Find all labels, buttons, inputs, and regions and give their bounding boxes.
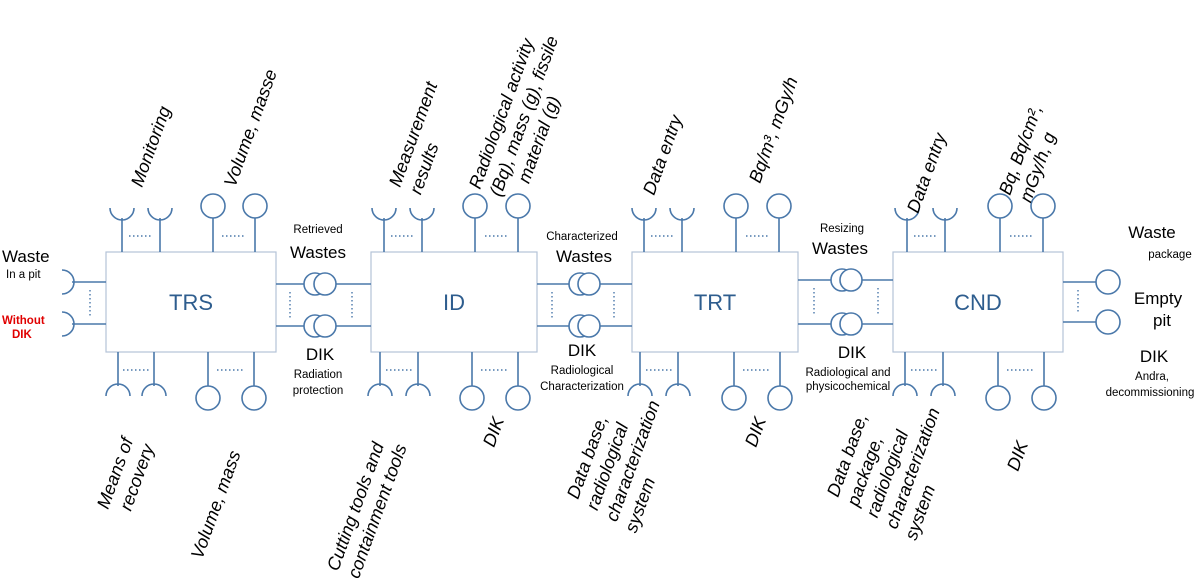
- id-control-connectors: [371, 207, 435, 252]
- process-label-id: ID: [443, 290, 465, 315]
- trt-control-connectors: [631, 207, 695, 252]
- trt-resource-connectors: [721, 352, 793, 411]
- output-pit-label: pit: [1153, 311, 1171, 330]
- id-resource-connectors: [459, 352, 531, 411]
- label-cnd-mechanisms: Data base, package, radiological charact…: [823, 405, 944, 543]
- cnd-control-connectors: [894, 207, 958, 252]
- link3-bottom-small-2: physicochemical: [806, 381, 890, 393]
- label-id-outputs: Radiological activity (Bq), mass (g), fi…: [465, 33, 564, 199]
- cnd-mechanism-connectors: [892, 352, 956, 397]
- cnd-resource-connectors: [985, 352, 1057, 411]
- trt-mechanism-connectors: [627, 352, 691, 397]
- link2-bottom-small: Radiological: [551, 365, 614, 377]
- link-trt-cnd: [798, 268, 893, 336]
- process-box-cnd: [892, 251, 1064, 353]
- input-waste-label: Waste: [2, 247, 50, 266]
- input-without-dik-label-2: DIK: [12, 329, 33, 341]
- link2-top-small: Characterized: [546, 231, 618, 243]
- label-cnd-resources: DIK: [1003, 437, 1032, 473]
- label-trs-outputs: Volume, masse: [220, 67, 281, 190]
- link3-bottom-big: DIK: [838, 343, 867, 362]
- trs-mechanism-connectors: [105, 352, 167, 397]
- link3-top-big: Wastes: [812, 239, 868, 258]
- label-trt-controls: Data entry: [639, 112, 687, 198]
- trs-control-connectors: [109, 207, 173, 252]
- output-andra-label: Andra,: [1135, 371, 1169, 383]
- label-trs-controls: Monitoring: [127, 104, 175, 190]
- cnd-final-output-connectors: [1063, 269, 1121, 335]
- link2-bottom-big: DIK: [568, 341, 597, 360]
- link3-top-small: Resizing: [820, 223, 864, 235]
- trs-output-connectors: [200, 193, 268, 252]
- label-id-mechanisms: Cutting tools and containment tools: [323, 439, 411, 578]
- label-trt-resources: DIK: [741, 413, 770, 449]
- link3-bottom-small: Radiological and: [805, 367, 890, 379]
- label-trt-outputs: Bq/m³, mGy/h: [745, 74, 802, 185]
- output-package-label: package: [1148, 249, 1191, 261]
- link1-bottom-big: DIK: [306, 345, 335, 364]
- label-cnd-outputs: Bq, Bq/cm², mGy/h, g: [995, 102, 1059, 205]
- output-empty-label: Empty: [1134, 289, 1183, 308]
- link-id-trt: [537, 272, 632, 338]
- process-box-trt: [631, 251, 799, 353]
- output-dik-label: DIK: [1140, 347, 1169, 366]
- link-trs-id: [276, 272, 371, 338]
- label-id-controls: Measurement results: [385, 78, 443, 197]
- input-in-pit-label: In a pit: [6, 269, 41, 281]
- label-trs-mechanisms: Means of recovery: [93, 433, 158, 513]
- trs-resource-connectors: [195, 352, 267, 411]
- link2-top-big: Wastes: [556, 247, 612, 266]
- link1-top-small: Retrieved: [293, 224, 342, 236]
- process-label-trs: TRS: [169, 290, 213, 315]
- label-trs-resources: Volume, mass: [187, 448, 245, 561]
- output-waste-label: Waste: [1128, 223, 1176, 242]
- link1-bottom-small-2: protection: [293, 385, 344, 397]
- process-box-trs: [105, 251, 277, 353]
- link2-bottom-small-2: Characterization: [540, 381, 624, 393]
- label-id-resources: DIK: [479, 413, 508, 449]
- process-box-id: [370, 251, 538, 353]
- output-decommissioning-label: decommissioning: [1106, 387, 1195, 399]
- id-mechanism-connectors: [367, 352, 431, 397]
- id-output-connectors: [462, 193, 531, 252]
- trt-output-connectors: [723, 193, 792, 252]
- cnd-output-connectors: [987, 193, 1056, 252]
- input-without-dik-label: Without: [2, 315, 45, 327]
- link1-top-big: Wastes: [290, 243, 346, 262]
- process-label-cnd: CND: [954, 290, 1002, 315]
- label-cnd-controls: Data entry: [903, 130, 951, 216]
- process-label-trt: TRT: [694, 290, 736, 315]
- link1-bottom-small: Radiation: [294, 369, 343, 381]
- label-trt-mechanisms: Data base, radiological characterization…: [563, 398, 664, 536]
- trs-input-connectors: [61, 269, 106, 337]
